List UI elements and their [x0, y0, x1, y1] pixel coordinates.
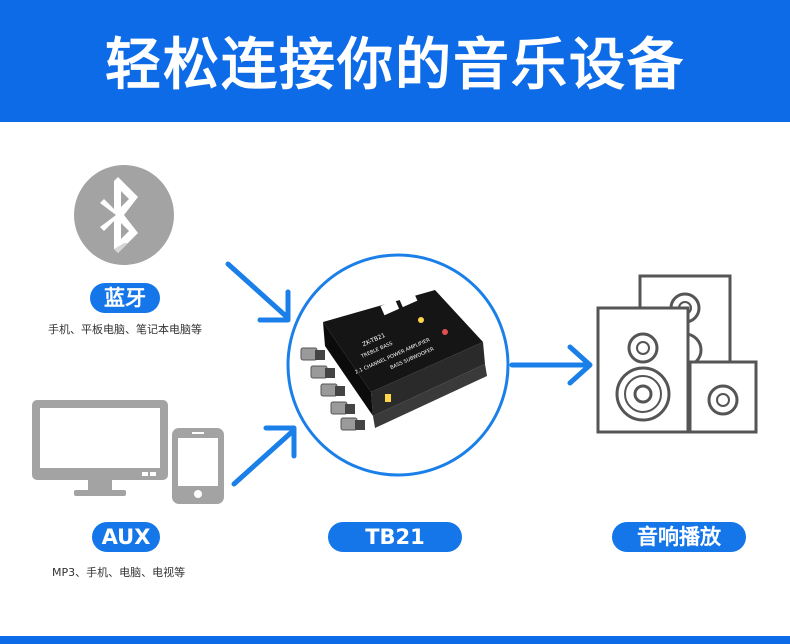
output-label: 音响播放 [612, 522, 746, 552]
page-title: 轻松连接你的音乐设备 [105, 33, 685, 98]
aux-caption: MP3、手机、电脑、电视等 [52, 566, 186, 579]
speakers-icon [596, 274, 758, 434]
arrow-right-icon [509, 344, 593, 386]
monitor-phone-icon [32, 400, 224, 504]
aux-label: AUX [92, 522, 160, 552]
arrow-right-down-icon [225, 261, 291, 323]
bluetooth-icon [74, 165, 174, 265]
board-label: TB21 [328, 522, 462, 552]
header-banner: 轻松连接你的音乐设备 [0, 0, 790, 122]
arrow-right-up-icon [231, 425, 297, 487]
footer-bar [0, 636, 790, 644]
amplifier-board-image: ZK-TB21 TREBLE BASS 2.1 CHANNEL POWER AM… [286, 253, 510, 477]
bluetooth-caption: 手机、平板电脑、笔记本电脑等 [48, 323, 202, 336]
bluetooth-label: 蓝牙 [90, 283, 160, 313]
